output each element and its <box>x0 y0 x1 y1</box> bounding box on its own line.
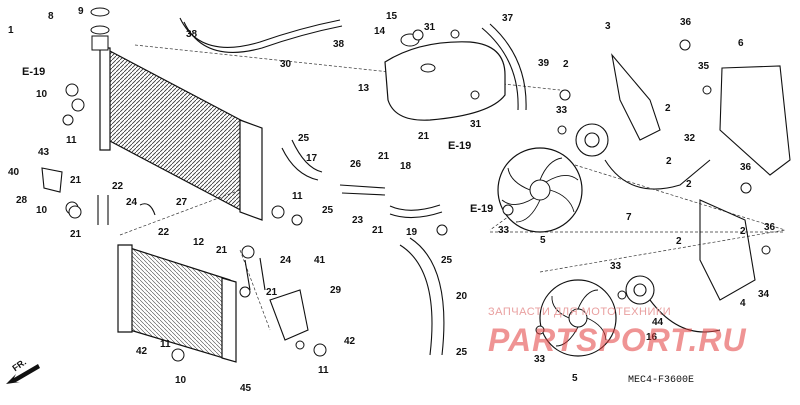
callout-15: 15 <box>386 11 398 22</box>
callout-31: 31 <box>470 119 482 130</box>
callout-6: 6 <box>738 38 744 49</box>
hoses <box>97 17 527 356</box>
callout-21: 21 <box>216 245 228 256</box>
callout-33: 33 <box>534 354 546 365</box>
callout-38: 38 <box>333 39 345 50</box>
callout-8: 8 <box>48 11 54 22</box>
diagram-code: MEC4-F3600E <box>628 375 695 386</box>
callout-2: 2 <box>666 156 672 167</box>
callout-20: 20 <box>456 291 468 302</box>
callout-39: 39 <box>538 58 550 69</box>
callout-2: 2 <box>686 179 692 190</box>
callout-33: 33 <box>556 105 568 116</box>
watermark-top: ЗАПЧАСТИ ДЛЯ МОТОТЕХНИКИ <box>488 306 672 318</box>
callout-11: 11 <box>292 191 303 202</box>
callout-18: 18 <box>400 161 412 172</box>
callout-26: 26 <box>350 159 362 170</box>
fan-motors <box>575 53 791 333</box>
brackets <box>41 167 309 341</box>
upper-radiator <box>90 7 263 221</box>
callout-21: 21 <box>372 225 384 236</box>
ref-e19-left: E-19 <box>22 66 46 78</box>
callout-5: 5 <box>572 373 578 384</box>
callout-21: 21 <box>378 151 390 162</box>
callout-37: 37 <box>502 13 514 24</box>
callout-10: 10 <box>175 375 187 386</box>
callout-32: 32 <box>684 133 696 144</box>
callout-10: 10 <box>36 89 48 100</box>
callout-21: 21 <box>70 175 82 186</box>
callout-21: 21 <box>418 131 430 142</box>
callout-25: 25 <box>322 205 334 216</box>
callout-31: 31 <box>424 22 436 33</box>
fasteners <box>62 29 771 362</box>
callout-21: 21 <box>70 229 82 240</box>
callout-17: 17 <box>306 153 318 164</box>
callout-44: 44 <box>652 317 664 328</box>
callout-36: 36 <box>740 162 752 173</box>
callout-25: 25 <box>441 255 453 266</box>
callout-16: 16 <box>646 332 658 343</box>
lower-radiator <box>117 244 237 363</box>
callout-3: 3 <box>605 21 611 32</box>
callout-14: 14 <box>374 26 386 37</box>
callout-21: 21 <box>266 287 278 298</box>
callout-7: 7 <box>626 212 632 223</box>
upper-fan <box>497 147 583 233</box>
callout-41: 41 <box>314 255 326 266</box>
callout-1: 1 <box>8 25 14 36</box>
callout-2: 2 <box>676 236 682 247</box>
callout-24: 24 <box>280 255 292 266</box>
callout-33: 33 <box>610 261 622 272</box>
callout-19: 19 <box>406 227 418 238</box>
callout-2: 2 <box>563 59 569 70</box>
callout-5: 5 <box>540 235 546 246</box>
callout-24: 24 <box>126 197 138 208</box>
callout-22: 22 <box>112 181 124 192</box>
callout-36: 36 <box>680 17 692 28</box>
callout-42: 42 <box>136 346 148 357</box>
callout-25: 25 <box>456 347 468 358</box>
callout-23: 23 <box>352 215 364 226</box>
callout-43: 43 <box>38 147 50 158</box>
callout-34: 34 <box>758 289 770 300</box>
callout-2: 2 <box>665 103 671 114</box>
ref-e19-center: E-19 <box>448 140 472 152</box>
callout-40: 40 <box>8 167 20 178</box>
callout-11: 11 <box>318 365 329 376</box>
callout-12: 12 <box>193 237 205 248</box>
callout-27: 27 <box>176 197 188 208</box>
callout-38: 38 <box>186 29 198 40</box>
reservoir-tank <box>384 33 506 121</box>
callout-9: 9 <box>78 6 84 17</box>
callout-36: 36 <box>764 222 776 233</box>
callout-4: 4 <box>740 298 746 309</box>
lower-fan <box>539 279 617 357</box>
callout-2: 2 <box>740 226 746 237</box>
callout-42: 42 <box>344 336 356 347</box>
ref-e19-right: E-19 <box>470 203 494 215</box>
callout-10: 10 <box>36 205 48 216</box>
callout-29: 29 <box>330 285 342 296</box>
callout-22: 22 <box>158 227 170 238</box>
callout-11: 11 <box>66 135 77 146</box>
callout-28: 28 <box>16 195 28 206</box>
callout-13: 13 <box>358 83 370 94</box>
callout-30: 30 <box>280 59 292 70</box>
watermark-main: PARTSPORT.RU <box>488 322 747 358</box>
callout-45: 45 <box>240 383 252 394</box>
callout-33: 33 <box>498 225 510 236</box>
callout-25: 25 <box>298 133 310 144</box>
callout-35: 35 <box>698 61 710 72</box>
callout-11: 11 <box>160 339 171 350</box>
front-arrow-icon <box>6 364 40 384</box>
